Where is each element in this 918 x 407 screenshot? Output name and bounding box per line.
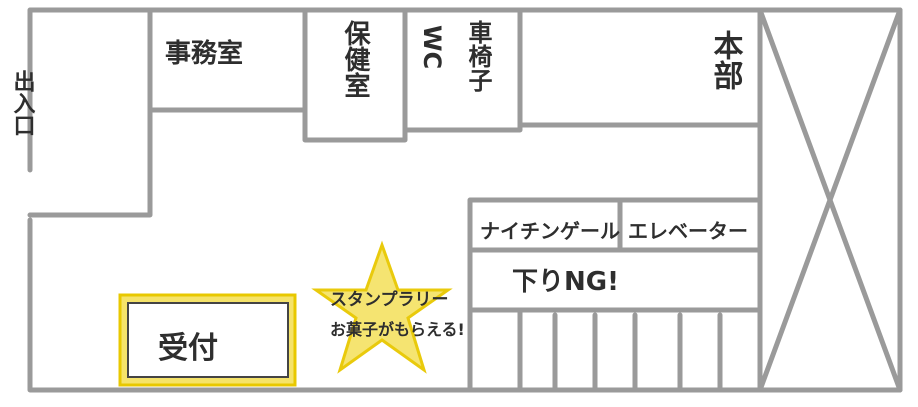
health-room-label: 保健室: [340, 20, 371, 98]
star-icon: [311, 240, 453, 374]
stairs: [517, 307, 723, 393]
downstairs-ng-label: 下りNG!: [512, 267, 619, 297]
cross-section-wall: [757, 7, 903, 393]
wc-wall: [402, 7, 523, 133]
candy-label: お菓子がもらえる!: [330, 320, 465, 339]
elevator-label: エレベーター: [628, 219, 748, 243]
headquarters-label: 本部: [708, 30, 744, 90]
exit-label: 出入口: [10, 70, 36, 136]
office-label: 事務室: [165, 38, 243, 69]
reception-box: [127, 302, 289, 378]
stamp-rally-label: スタンプラリー: [330, 289, 449, 310]
wc-label: WC: [418, 25, 446, 69]
wheelchair-label: 車椅子: [464, 20, 492, 93]
nightingale-label: ナイチンゲール: [480, 219, 620, 243]
reception-label: 受付: [158, 331, 218, 366]
inner-block-wall: [467, 197, 763, 393]
